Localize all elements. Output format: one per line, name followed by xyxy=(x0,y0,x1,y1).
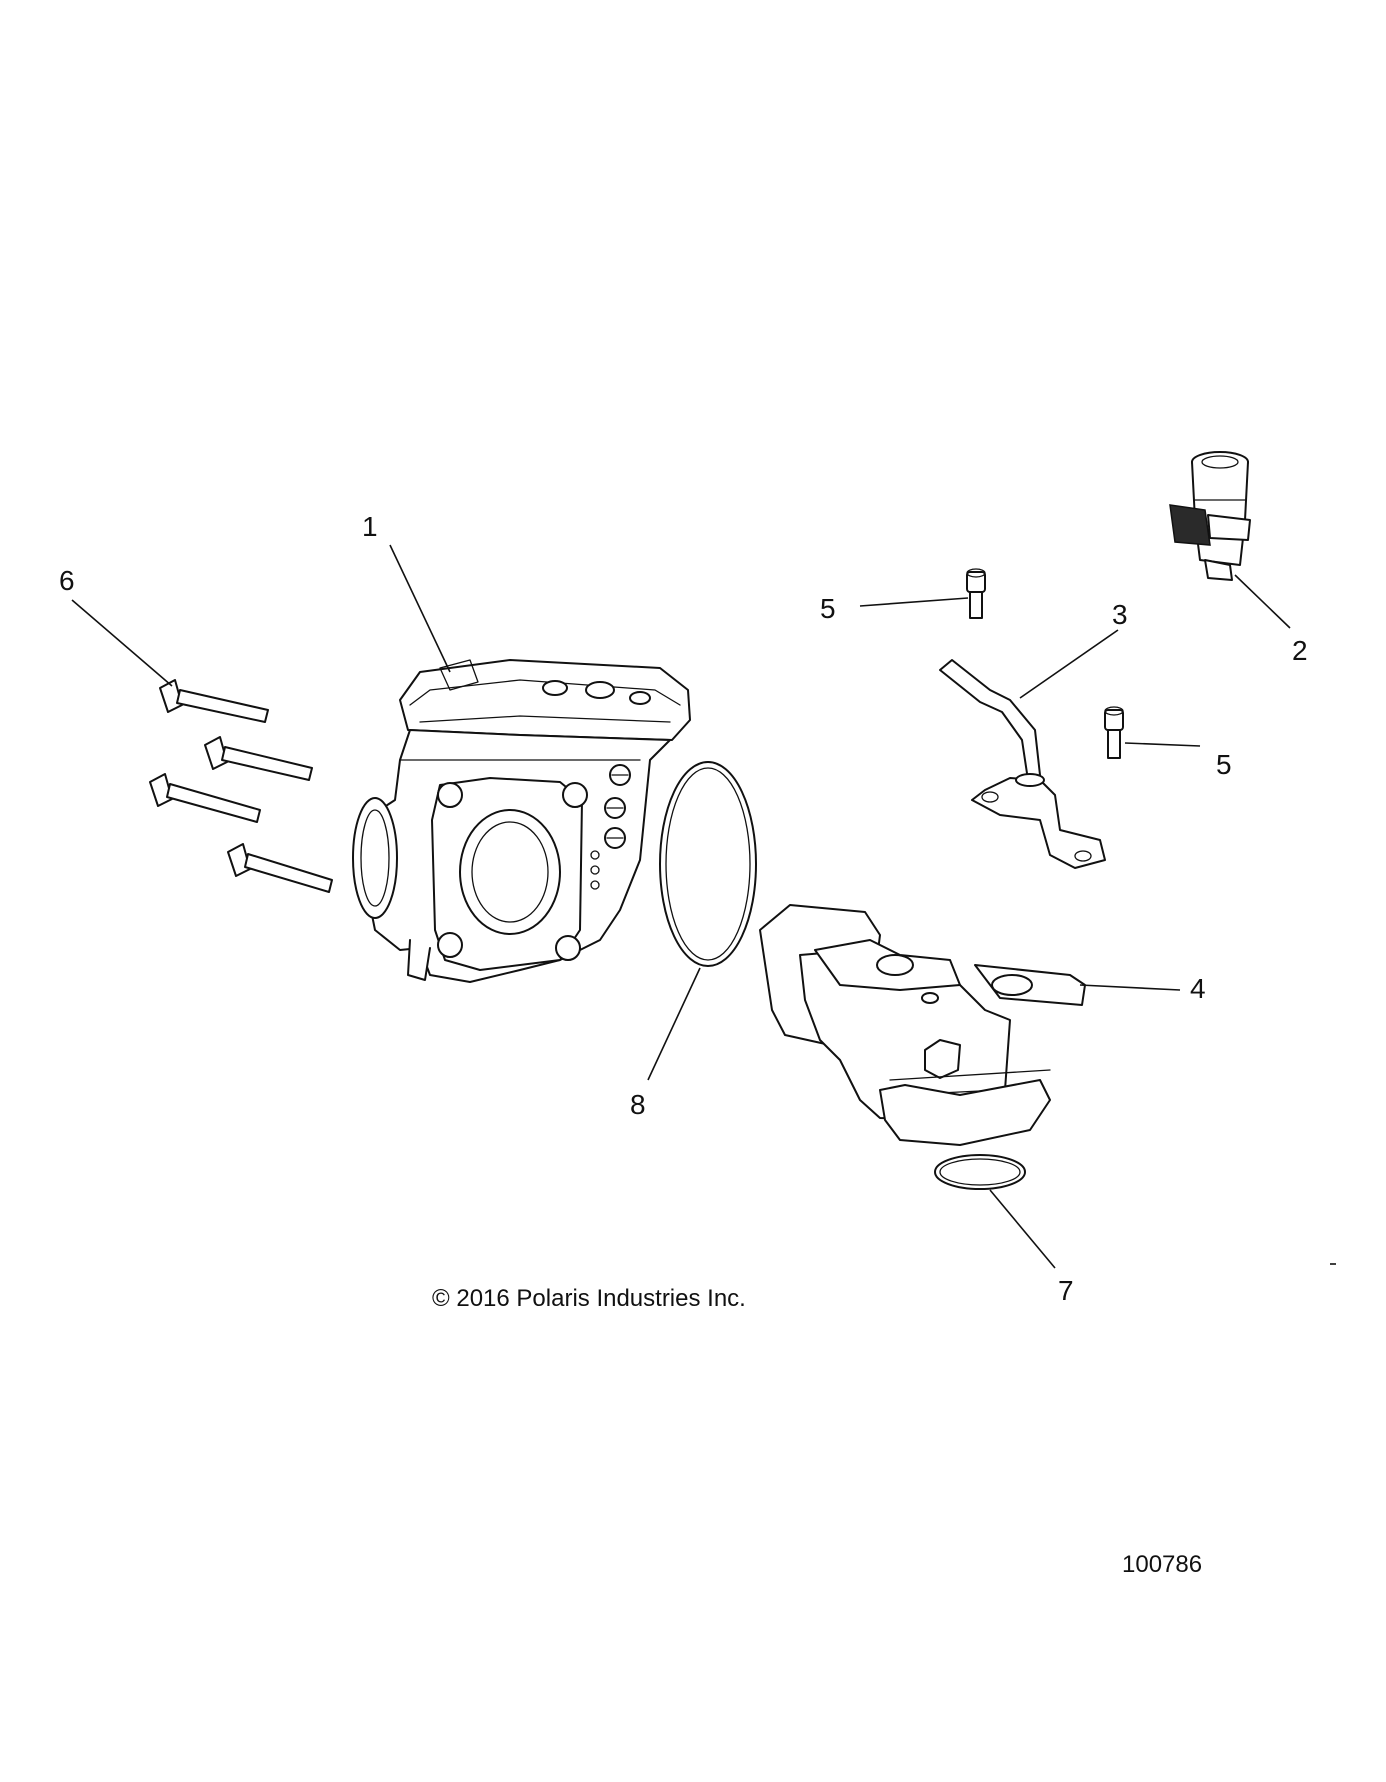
leader-3 xyxy=(1019,629,1119,699)
o-ring-large xyxy=(659,761,757,967)
fuel-hose-bracket xyxy=(939,659,1106,869)
flange-bolt-4 xyxy=(227,843,333,893)
leader-8 xyxy=(647,967,701,1081)
screw-upper xyxy=(966,568,986,619)
leader-5b xyxy=(1124,742,1201,747)
callout-5a: 5 xyxy=(820,593,836,624)
callout-5b: 5 xyxy=(1216,749,1232,780)
callout-3: 3 xyxy=(1112,599,1128,630)
o-ring-small xyxy=(934,1154,1026,1190)
callout-7: 7 xyxy=(1058,1275,1074,1306)
callout-8: 8 xyxy=(630,1089,646,1120)
callout-1: 1 xyxy=(362,511,378,542)
screw-lower xyxy=(1104,706,1124,759)
leader-6 xyxy=(71,599,173,687)
callout-4: 4 xyxy=(1190,973,1206,1004)
throttle-body xyxy=(352,659,691,983)
callout-2: 2 xyxy=(1292,635,1308,666)
leader-2 xyxy=(1234,574,1291,629)
leader-5a xyxy=(859,597,969,607)
copyright-notice: © 2016 Polaris Industries Inc. xyxy=(432,1285,746,1312)
leader-7 xyxy=(989,1189,1056,1269)
flange-bolt-3 xyxy=(149,773,261,823)
leader-1 xyxy=(389,544,451,673)
intake-adapter xyxy=(759,904,1086,1146)
leader-4 xyxy=(1079,984,1181,991)
figure-number: 100786 xyxy=(1122,1551,1202,1578)
flange-bolt-1 xyxy=(159,679,269,723)
fuel-injector xyxy=(1169,451,1251,581)
callout-6: 6 xyxy=(59,565,75,596)
flange-bolt-2 xyxy=(204,736,313,781)
